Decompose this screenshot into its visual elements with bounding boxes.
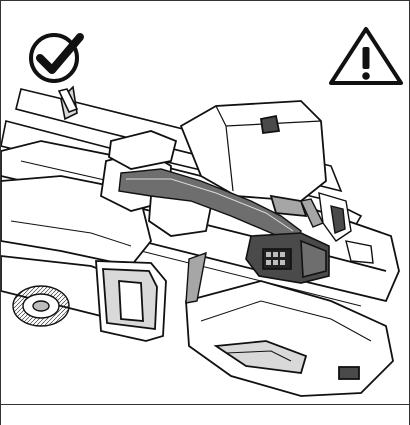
warning-triangle-icon <box>327 25 405 87</box>
straps <box>185 192 352 304</box>
check-circle-icon <box>26 25 88 87</box>
upright-post <box>57 88 79 114</box>
bike-carrier-illustration <box>1 85 400 397</box>
top-box <box>179 100 327 218</box>
panel-footer <box>1 404 409 425</box>
rail-clip <box>345 240 374 264</box>
right-end-housing <box>185 280 394 397</box>
illustration-area <box>1 1 409 404</box>
left-end-lamp <box>95 260 167 342</box>
connector-plug <box>245 232 330 284</box>
left-reel <box>12 285 70 327</box>
